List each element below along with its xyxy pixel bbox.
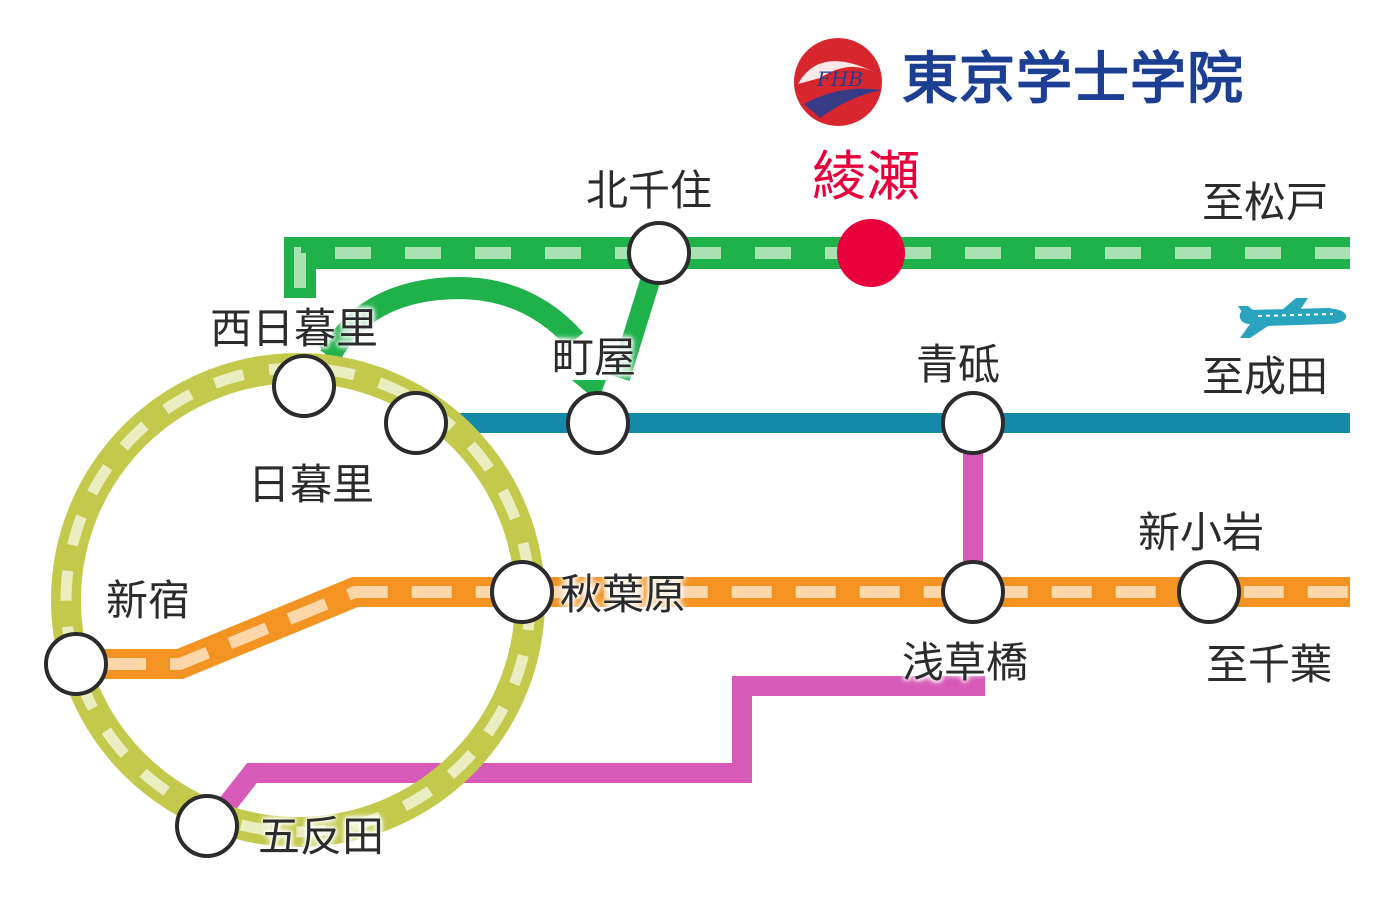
station-label-asakusabashi: 浅草橋: [902, 638, 1029, 687]
line-chiyoda-joban: [284, 237, 1350, 298]
station-marker-gotanda[interactable]: [175, 794, 239, 858]
station-markers: [44, 221, 1241, 858]
airplane-icon: [1238, 298, 1347, 338]
station-label-shinkoiwa: 新小岩: [1138, 508, 1265, 557]
station-label-ayase: 綾瀬: [812, 145, 920, 208]
station-marker-akihabara[interactable]: [490, 560, 554, 624]
brand-emblem-icon: FHB: [794, 38, 882, 126]
station-label-shinjuku: 新宿: [106, 576, 191, 625]
station-marker-aoto[interactable]: [941, 391, 1005, 455]
station-marker-nippori[interactable]: [384, 391, 448, 455]
line-kitasenju-machiya: [610, 262, 665, 381]
station-label-akihabara: 秋葉原: [560, 570, 687, 619]
station-marker-shinkoiwa[interactable]: [1177, 560, 1241, 624]
brand-name: 東京学士学院: [902, 47, 1244, 112]
station-label-kitasenju: 北千住: [586, 166, 713, 215]
station-label-machiya: 町屋: [552, 333, 637, 382]
station-marker-machiya[interactable]: [566, 391, 630, 455]
station-label-gotanda: 五反田: [258, 812, 385, 861]
station-marker-ayase[interactable]: [837, 219, 905, 287]
destination-label-narita: 至成田: [1202, 352, 1329, 401]
station-marker-kitasenju[interactable]: [627, 221, 691, 285]
arc-arrow: [318, 344, 348, 366]
station-label-nippori: 日暮里: [248, 460, 375, 509]
station-label-nishinippori: 西日暮里: [210, 304, 379, 353]
destination-label-chiba: 至千葉: [1206, 640, 1333, 689]
station-marker-nishinippori[interactable]: [272, 354, 336, 418]
station-label-aoto: 青砥: [916, 340, 1001, 389]
brand-emblem-text: FHB: [816, 67, 863, 91]
line-sobu: [76, 577, 1350, 679]
station-marker-shinjuku[interactable]: [44, 632, 108, 696]
destination-label-matsudo: 至松戸: [1202, 178, 1329, 227]
line-chiyoda-arc: [320, 277, 584, 362]
station-marker-asakusabashi[interactable]: [941, 560, 1005, 624]
